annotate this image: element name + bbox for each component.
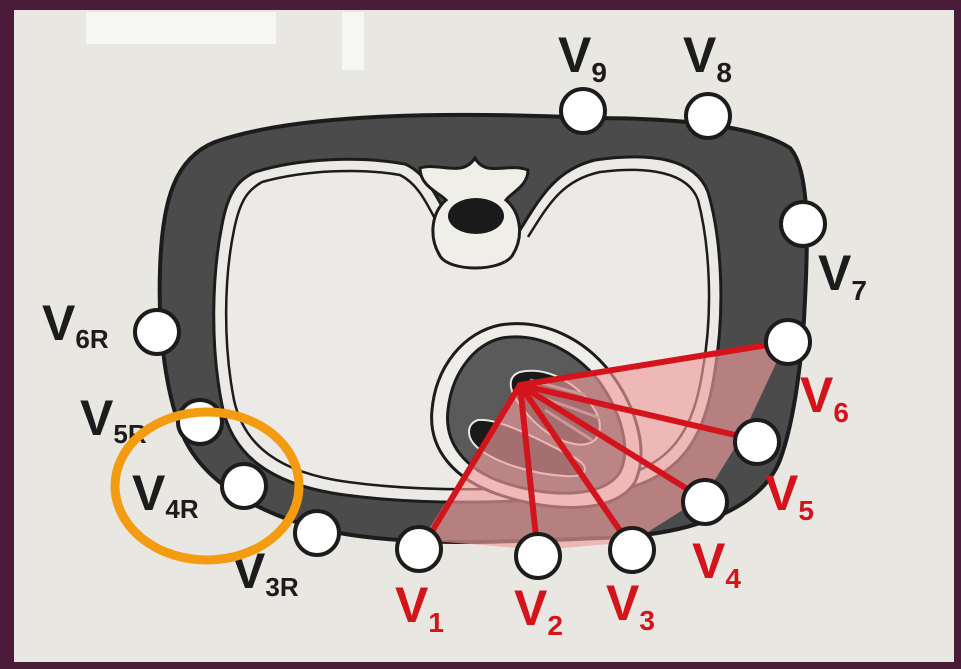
electrode-v1 <box>397 527 441 571</box>
paper-blank-patch-small <box>342 12 364 70</box>
electrode-v3r <box>295 511 339 555</box>
electrode-v4r <box>222 464 266 508</box>
electrode-v6 <box>766 320 810 364</box>
electrode-v5r <box>178 400 222 444</box>
electrode-v5 <box>735 420 779 464</box>
electrode-v8 <box>686 94 730 138</box>
electrode-v3 <box>610 528 654 572</box>
electrode-v2 <box>516 534 560 578</box>
electrode-v4 <box>683 480 727 524</box>
electrode-v6r <box>135 310 179 354</box>
paper-blank-patch <box>86 12 276 44</box>
spinal-canal <box>448 198 504 234</box>
electrode-v7 <box>781 202 825 246</box>
electrode-v9 <box>561 89 605 133</box>
